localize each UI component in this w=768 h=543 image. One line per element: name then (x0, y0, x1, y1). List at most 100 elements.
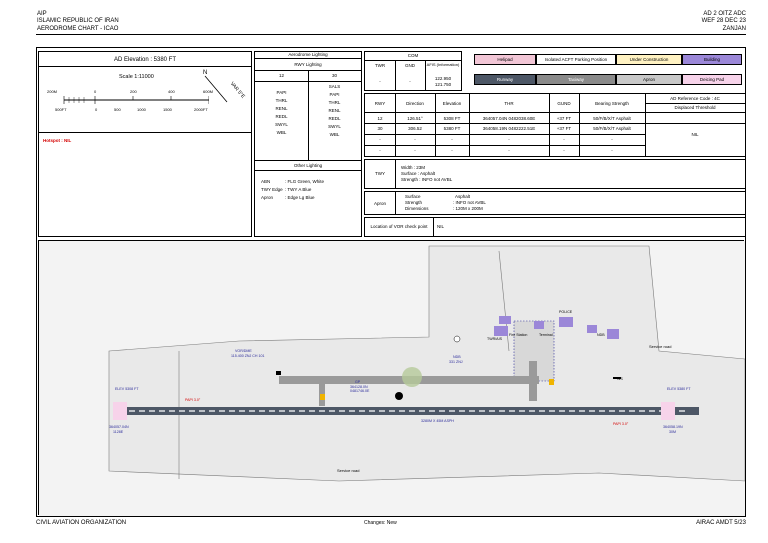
rwy-r2-c4: - (563, 137, 565, 142)
legend-isolated-label: Isolated ACFT Parking Position (544, 57, 608, 62)
ndb-site-label: NDB (597, 333, 605, 337)
rwy-r1-c5: 50/F/B/X/T Asphalt (593, 126, 631, 131)
vor-box: Location of VOR check point NIL (364, 217, 746, 237)
com-twr: TWR (374, 63, 386, 68)
twy-surface: Surface : Asphalt (401, 171, 436, 176)
rwy-r1-c1: 306.52 (408, 126, 422, 131)
legend-apron-label: Apron (642, 77, 655, 82)
rwy-r3-c3: - (508, 148, 510, 153)
legend-construction-label: Under Construction (629, 57, 669, 62)
legend: Helipad Isolated ACFT Parking Position U… (464, 51, 746, 91)
twy-label: TWY (375, 171, 385, 176)
rwy-header-3: THR (504, 101, 514, 106)
scale-m-3: 400 (168, 89, 175, 94)
rwy-header-0: RWY (374, 101, 386, 106)
rwy-r1-c4: +37 FT (556, 126, 572, 131)
header-country: ISLAMIC REPUBLIC OF IRAN (37, 18, 119, 24)
ndb-label: NDB (453, 355, 461, 359)
north-arrow-icon (204, 75, 228, 103)
rwy-r3-c1: - (414, 148, 416, 153)
vor-dme-label: VOR/DME (235, 349, 252, 353)
scale-ft-0: 500FT (55, 107, 67, 112)
legend-taxiway-label: Taxiway (567, 77, 584, 82)
rwy-r2-c1: - (414, 137, 416, 142)
com-title: COM (407, 53, 419, 58)
airport-diagram (39, 241, 745, 516)
rwy-r1-c3: 364058.19N 0482222.51E (482, 126, 536, 131)
scale-m-2: 200 (130, 89, 137, 94)
vor-dme-freq: 115.400 ZNJ CH 101 (231, 354, 265, 358)
rwy-header-4: GUND (557, 101, 571, 106)
header-aip: AIP (37, 11, 47, 17)
lighting-title: Aerodrome Lighting (288, 52, 328, 57)
fire-station-label: Fire Station (509, 333, 528, 337)
com-afis-v2: 121.750 (434, 82, 452, 87)
com-afis-v1: 122.950 (434, 76, 452, 81)
apron-box: Apron Surface Asphalt Strength : INFO no… (364, 191, 746, 215)
ad-elevation: AD Elevation : 5380 FT (113, 57, 177, 63)
legend-isolated: Isolated ACFT Parking Position (536, 54, 616, 65)
rwy-r3-c0: - (379, 148, 381, 153)
right-light-0: SALS (328, 84, 341, 89)
rwy-r2-c2: - (451, 137, 453, 142)
terminal-label: Terminal (539, 333, 553, 337)
vor-check-label: Location of VOR check point (370, 224, 428, 229)
com-panel: COM TWR GND AFIS (Information) - - 122.9… (364, 51, 462, 91)
vor-check-value: NIL (437, 224, 445, 229)
rwy-header-5: Bearing Strength (595, 101, 629, 106)
police-label: POLICE (559, 310, 573, 314)
threshold-right: 364058.19N (663, 425, 683, 429)
right-light-6: WBL (329, 132, 340, 137)
rwy-header-1: Direction (406, 101, 424, 106)
rwy-lighting-right: 30 (331, 73, 337, 78)
legend-runway-label: Runway (496, 77, 514, 82)
rwy-r0-c1: 126.51° (407, 116, 423, 121)
right-light-2: THRL (328, 100, 341, 105)
rwy-r1-c0: 30 (377, 126, 383, 131)
rwy-r0-c0: 12 (377, 116, 383, 121)
scale-ft-5: 2000FT (194, 107, 208, 112)
footer-changes: Changes: New (364, 520, 397, 526)
legend-apron: Apron (616, 74, 682, 85)
header-code: AD 2 OITZ ADC (703, 11, 746, 17)
twy-width: Width : 23M (401, 165, 426, 170)
legend-deicing-label: Deicing Pad (699, 77, 725, 82)
legend-helipad: Helipad (474, 54, 536, 65)
rwy-header-2: Elevation (442, 101, 462, 106)
rwy-lighting-left: 12 (278, 73, 284, 78)
scale-ft-1: 0 (95, 107, 98, 112)
threshold-left: 364057.04N (109, 425, 129, 429)
right-light-5: SWYL (328, 124, 341, 129)
other-k-2: Apron (261, 195, 274, 200)
left-light-1: THRL (275, 98, 288, 103)
rwy-r3-c2: - (451, 148, 453, 153)
legend-taxiway: Taxiway (536, 74, 616, 85)
gp-label: GP (355, 380, 361, 384)
papi-right: PAPI 3.0° (613, 422, 629, 426)
other-k-1: TWY Edge (261, 187, 283, 192)
scale-m-0: 200M (47, 89, 58, 94)
apron-dim-key: Dimensions (405, 206, 429, 211)
north-label: N (203, 70, 208, 76)
apron-surface-value: Asphalt (455, 194, 471, 199)
displaced-threshold-value: NIL (691, 132, 699, 137)
left-light-4: SWYL (275, 122, 288, 127)
apron-dim-value: : 120M x 200M (453, 206, 483, 211)
legend-runway: Runway (474, 74, 536, 85)
chart-scale: Scale 1:11000 (119, 74, 154, 80)
rwy-r1-c2: 5380 FT (443, 126, 461, 131)
rwy-r2-c5: - (611, 137, 613, 142)
header-wef: WEF 28 DEC 23 (701, 18, 746, 24)
scale-ft-2: 500 (114, 107, 121, 112)
rwy-r0-c5: 50/F/B/X/T Asphalt (593, 116, 631, 121)
rwy-r0-c2: 5308 FT (443, 116, 461, 121)
other-k-0: ABN (261, 179, 271, 184)
scale-bar (63, 96, 209, 104)
scale-m-4: 600M (203, 89, 214, 94)
com-twr-value: - (379, 79, 381, 84)
footer-airac: AIRAC AMDT 5/23 (696, 520, 746, 526)
tower-label: TWR/AIS (487, 337, 502, 341)
scale-ft-3: 1000 (137, 107, 146, 112)
ad-reference-code: AD Reference Code : 4C (670, 96, 720, 101)
com-gnd-value: - (409, 79, 411, 84)
